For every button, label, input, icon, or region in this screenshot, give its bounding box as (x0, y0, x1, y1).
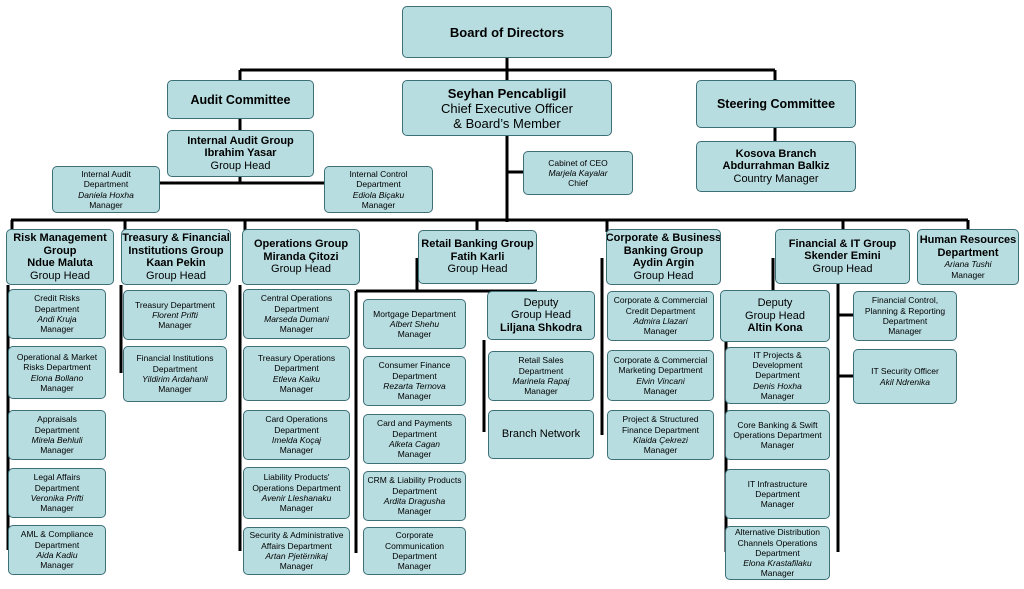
internal-control-department: Internal Control Department Ediola Biçak… (324, 166, 433, 213)
crm-liability-products-department: CRM & Liability Products Department Ardi… (363, 471, 466, 521)
credit-risks-department: Credit Risks Department Andi Kruja Manag… (8, 289, 106, 339)
treasury-financial-institutions-group: Treasury & Financial Institutions Group … (121, 229, 231, 285)
corporate-commercial-credit-department: Corporate & Commercial Credit Department… (607, 291, 714, 341)
appraisals-department: Appraisals Department Mirela Behluli Man… (8, 410, 106, 460)
internal-audit-department: Internal Audit Department Daniela Hoxha … (52, 166, 160, 213)
cabinet-of-ceo: Cabinet of CEO Marjela Kayalar Chief (523, 151, 633, 195)
alternative-distribution-channels-operations-department: Alternative Distribution Channels Operat… (725, 526, 830, 580)
core-banking-swift-operations-department: Core Banking & Swift Operations Departme… (725, 410, 830, 460)
steering-committee: Steering Committee (696, 80, 856, 128)
human-resources-department: Human Resources Department Ariana Tushi … (917, 229, 1019, 285)
financial-deputy-group-head: Deputy Group Head Altin Kona (720, 290, 830, 342)
aml-compliance-department: AML & Compliance Department Aida Kadiu M… (8, 525, 106, 575)
security-administrative-affairs-department: Security & Administrative Affairs Depart… (243, 527, 350, 575)
consumer-finance-department: Consumer Finance Department Rezarta Tern… (363, 356, 466, 406)
financial-control-planning-reporting-department: Financial Control, Planning & Reporting … (853, 291, 957, 341)
card-and-payments-department: Card and Payments Department Alketa Caga… (363, 414, 466, 464)
corporate-commercial-marketing-department: Corporate & Commercial Marketing Departm… (607, 350, 714, 401)
card-operations-department: Card Operations Department Imelda Koçaj … (243, 410, 350, 460)
board-of-directors: Board of Directors (402, 6, 612, 58)
mortgage-department: Mortgage Department Albert Shehu Manager (363, 299, 466, 349)
retail-sales-department: Retail Sales Department Marinela Rapaj M… (488, 351, 594, 401)
treasury-department: Treasury Department Florent Prifti Manag… (123, 290, 227, 340)
operational-market-risks-department: Operational & Market Risks Department El… (8, 346, 106, 399)
liability-products-operations-department: Liability Products' Operations Departmen… (243, 467, 350, 519)
corporate-communication-department: Corporate Communication Department Manag… (363, 527, 466, 575)
legal-affairs-department: Legal Affairs Department Veronika Prifti… (8, 468, 106, 518)
ceo-box: Seyhan Pencabligil Chief Executive Offic… (402, 80, 612, 136)
retail-banking-group: Retail Banking Group Fatih Karli Group H… (418, 230, 537, 284)
audit-committee: Audit Committee (167, 80, 314, 119)
treasury-operations-department: Treasury Operations Department Etleva Ka… (243, 346, 350, 401)
kosova-branch: Kosova Branch Abdurrahman Balkiz Country… (696, 141, 856, 192)
corporate-business-banking-group: Corporate & Business Banking Group Aydin… (606, 229, 721, 285)
financial-institutions-department: Financial Institutions Department Yildir… (123, 346, 227, 402)
it-infrastructure-department: IT Infrastructure Department Manager (725, 469, 830, 519)
branch-network: Branch Network (488, 410, 594, 459)
central-operations-department: Central Operations Department Marseda Du… (243, 289, 350, 339)
it-security-officer: IT Security Officer Akil Ndrenika (853, 349, 957, 404)
it-projects-development-department: IT Projects & Development Department Den… (725, 347, 830, 404)
retail-deputy-group-head: Deputy Group Head Liljana Shkodra (487, 291, 595, 340)
risk-management-group: Risk Management Group Ndue Maluta Group … (6, 229, 114, 285)
financial-it-group: Financial & IT Group Skender Emini Group… (775, 229, 910, 284)
project-structured-finance-department: Project & Structured Finance Department … (607, 410, 714, 460)
internal-audit-group: Internal Audit Group Ibrahim Yasar Group… (167, 130, 314, 177)
operations-group: Operations Group Miranda Çitozi Group He… (242, 229, 360, 285)
